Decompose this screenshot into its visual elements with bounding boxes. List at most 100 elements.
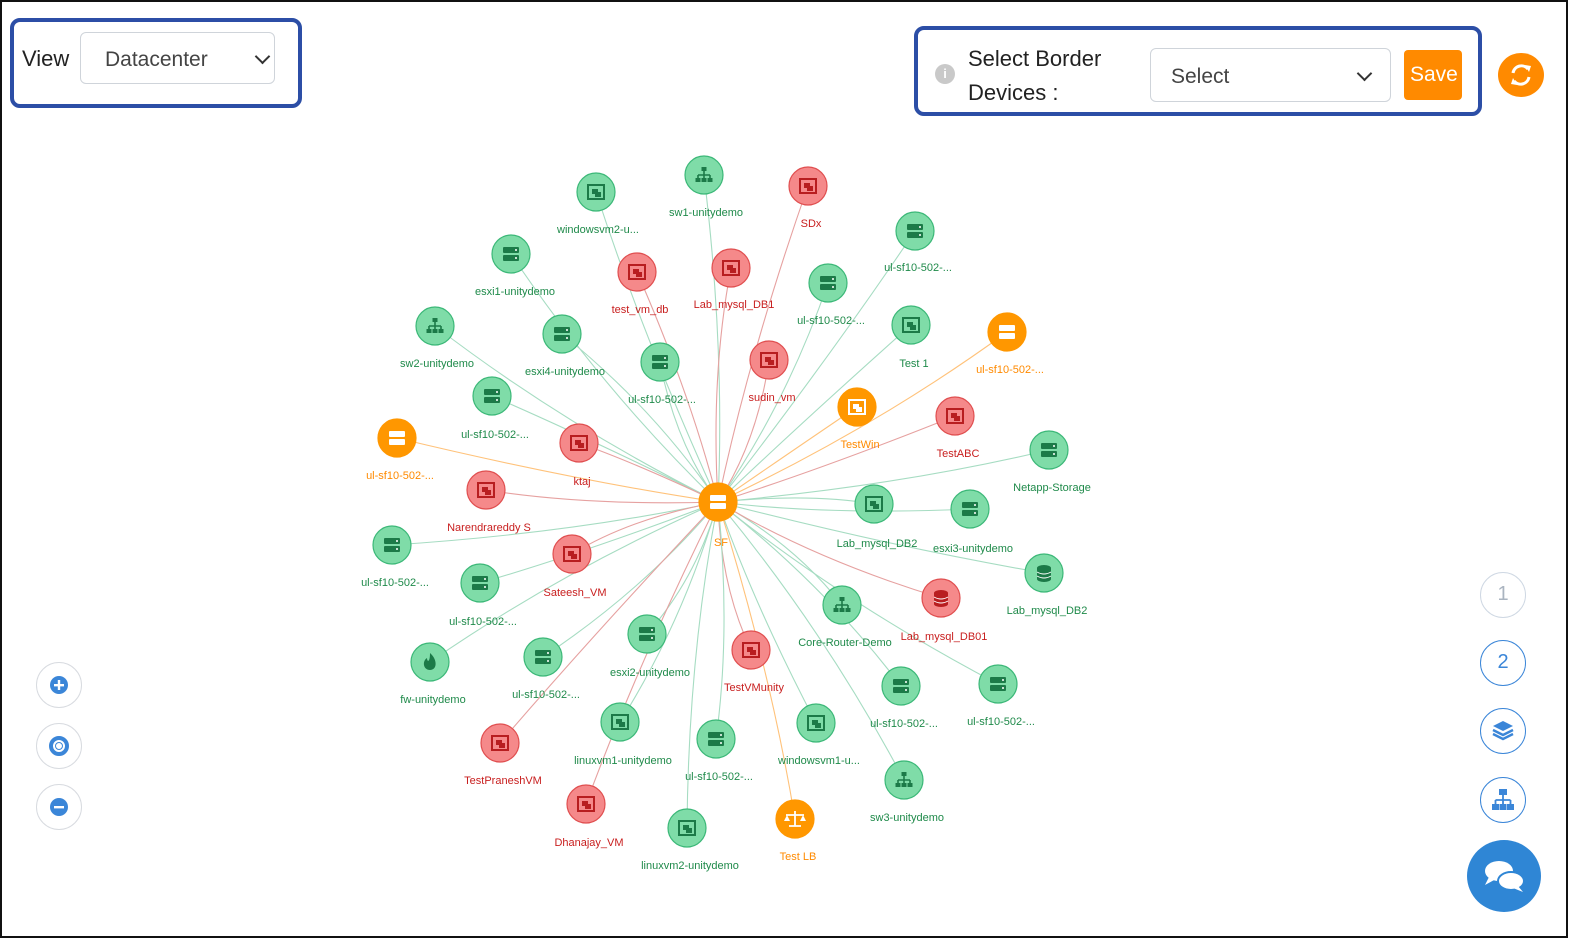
graph-node[interactable]: Lab_mysql_DB01 (901, 578, 988, 643)
chat-button[interactable] (1467, 840, 1541, 912)
graph-node[interactable]: ul-sf10-502-... (685, 719, 753, 783)
switch-icon (695, 167, 713, 182)
graph-node[interactable]: Lab_mysql_DB2 (837, 484, 918, 550)
graph-node[interactable]: esxi2-unitydemo (610, 614, 690, 679)
graph-node[interactable]: Lab_mysql_DB1 (694, 248, 775, 311)
graph-node-label: ul-sf10-502-... (797, 315, 865, 327)
graph-node-label: sw3-unitydemo (870, 812, 944, 824)
graph-node[interactable]: esxi1-unitydemo (475, 234, 555, 298)
graph-node[interactable]: ul-sf10-502-... (512, 637, 580, 701)
graph-node[interactable]: ktaj (559, 423, 599, 488)
graph-node-label: linuxvm1-unitydemo (574, 755, 672, 767)
graph-node[interactable]: TestVMunity (724, 630, 784, 694)
graph-node[interactable]: TestWin (837, 387, 880, 451)
graph-node-label: sw2-unitydemo (400, 358, 474, 370)
graph-edge (542, 501, 719, 658)
info-icon[interactable]: i (935, 64, 955, 84)
graph-edge (396, 437, 719, 503)
graph-node[interactable]: ul-sf10-502-... (870, 666, 938, 730)
graph-node[interactable]: ul-sf10-502-... (628, 342, 696, 406)
graph-node[interactable]: ul-sf10-502-... (366, 418, 434, 482)
graph-edge (715, 267, 732, 503)
graph-node-label: ul-sf10-502-... (976, 364, 1044, 376)
graph-edge (717, 501, 971, 512)
vm-icon (902, 317, 920, 333)
border-devices-select[interactable]: Select (1150, 48, 1391, 102)
vm-icon (722, 260, 740, 276)
topology-canvas[interactable] (8, 18, 1556, 918)
graph-node[interactable]: ul-sf10-502-... (361, 525, 429, 589)
graph-node[interactable]: esxi4-unitydemo (525, 314, 605, 378)
graph-node[interactable]: Netapp-Storage (1013, 430, 1091, 494)
layers-button[interactable] (1480, 708, 1526, 754)
graph-center-node[interactable]: SF (698, 482, 738, 549)
graph-node[interactable]: Sateesh_VM (544, 534, 607, 599)
graph-node[interactable]: windowsvm1-u... (777, 703, 860, 767)
graph-node[interactable]: ul-sf10-502-... (797, 263, 865, 327)
graph-node-label: ul-sf10-502-... (361, 577, 429, 589)
graph-node[interactable]: test_vm_db (612, 252, 669, 316)
comments-icon (1485, 861, 1525, 892)
server-icon (962, 502, 978, 516)
graph-node-label: Lab_mysql_DB2 (837, 538, 918, 550)
graph-node[interactable]: TestPraneshVM (464, 723, 542, 787)
graph-edge (429, 501, 719, 663)
graph-node[interactable]: ul-sf10-502-... (884, 211, 952, 274)
graph-node[interactable]: linuxvm2-unitydemo (641, 808, 739, 872)
graph-node-label: ul-sf10-502-... (685, 771, 753, 783)
plus-circle-icon (50, 676, 68, 694)
reset-zoom-button[interactable] (36, 723, 82, 769)
vm-icon (742, 642, 760, 658)
graph-node[interactable]: Dhanajay_VM (554, 784, 624, 849)
graph-node-label: test_vm_db (612, 304, 669, 316)
server-icon (708, 732, 724, 746)
graph-node[interactable]: SDx (788, 166, 828, 230)
graph-node[interactable]: sw1-unitydemo (669, 155, 743, 219)
graph-edge (717, 449, 1050, 503)
minus-circle-icon (50, 798, 68, 816)
level-1-button[interactable]: 1 (1480, 572, 1526, 618)
zoom-in-button[interactable] (36, 662, 82, 708)
view-highlight-box (10, 18, 302, 108)
graph-node[interactable]: windowsvm2-u... (556, 172, 639, 236)
graph-node[interactable]: esxi3-unitydemo (933, 489, 1013, 555)
switch-icon (833, 597, 851, 612)
graph-edge (659, 361, 719, 503)
graph-node[interactable]: ul-sf10-502-... (967, 664, 1035, 728)
graph-node[interactable]: ul-sf10-502-... (461, 376, 529, 441)
graph-node-label: TestPraneshVM (464, 775, 542, 787)
graph-node-label: ul-sf10-502-... (967, 716, 1035, 728)
graph-node[interactable]: ul-sf10-502-... (449, 563, 517, 628)
graph-node[interactable]: Core-Router-Demo (798, 585, 892, 649)
graph-node[interactable]: sudin_vm (748, 340, 796, 404)
view-select[interactable]: Datacenter (80, 32, 275, 84)
graph-node[interactable]: fw-unitydemo (400, 642, 466, 706)
graph-node-label: Dhanajay_VM (554, 837, 623, 849)
graph-edge (619, 501, 719, 723)
chevron-down-icon (254, 48, 271, 65)
graph-node[interactable]: Narendrareddy S (447, 470, 531, 534)
zoom-out-button[interactable] (36, 784, 82, 830)
graph-node[interactable]: linuxvm1-unitydemo (574, 702, 672, 767)
border-devices-label: Select Border Devices : (968, 42, 1138, 110)
save-button[interactable]: Save (1404, 50, 1462, 100)
switch-icon (426, 318, 444, 333)
level-2-button[interactable]: 2 (1480, 640, 1526, 686)
chevron-down-icon (1356, 65, 1373, 82)
graph-node[interactable]: sw2-unitydemo (400, 306, 474, 370)
vm-icon (491, 735, 509, 751)
server-icon (535, 650, 551, 664)
hierarchy-button[interactable] (1480, 777, 1526, 823)
graph-node[interactable]: Test LB (775, 799, 816, 863)
refresh-button[interactable] (1498, 53, 1544, 97)
graph-node-label: esxi4-unitydemo (525, 366, 605, 378)
server-icon (389, 431, 405, 445)
layers-icon (1492, 721, 1514, 741)
graph-node[interactable]: sw3-unitydemo (870, 760, 944, 824)
graph-node[interactable]: Lab_mysql_DB2 (1007, 553, 1088, 617)
graph-node[interactable]: TestABC (935, 396, 979, 460)
server-icon (893, 679, 909, 693)
graph-node[interactable]: ul-sf10-502-... (976, 312, 1044, 376)
graph-node[interactable]: Test 1 (891, 305, 931, 370)
